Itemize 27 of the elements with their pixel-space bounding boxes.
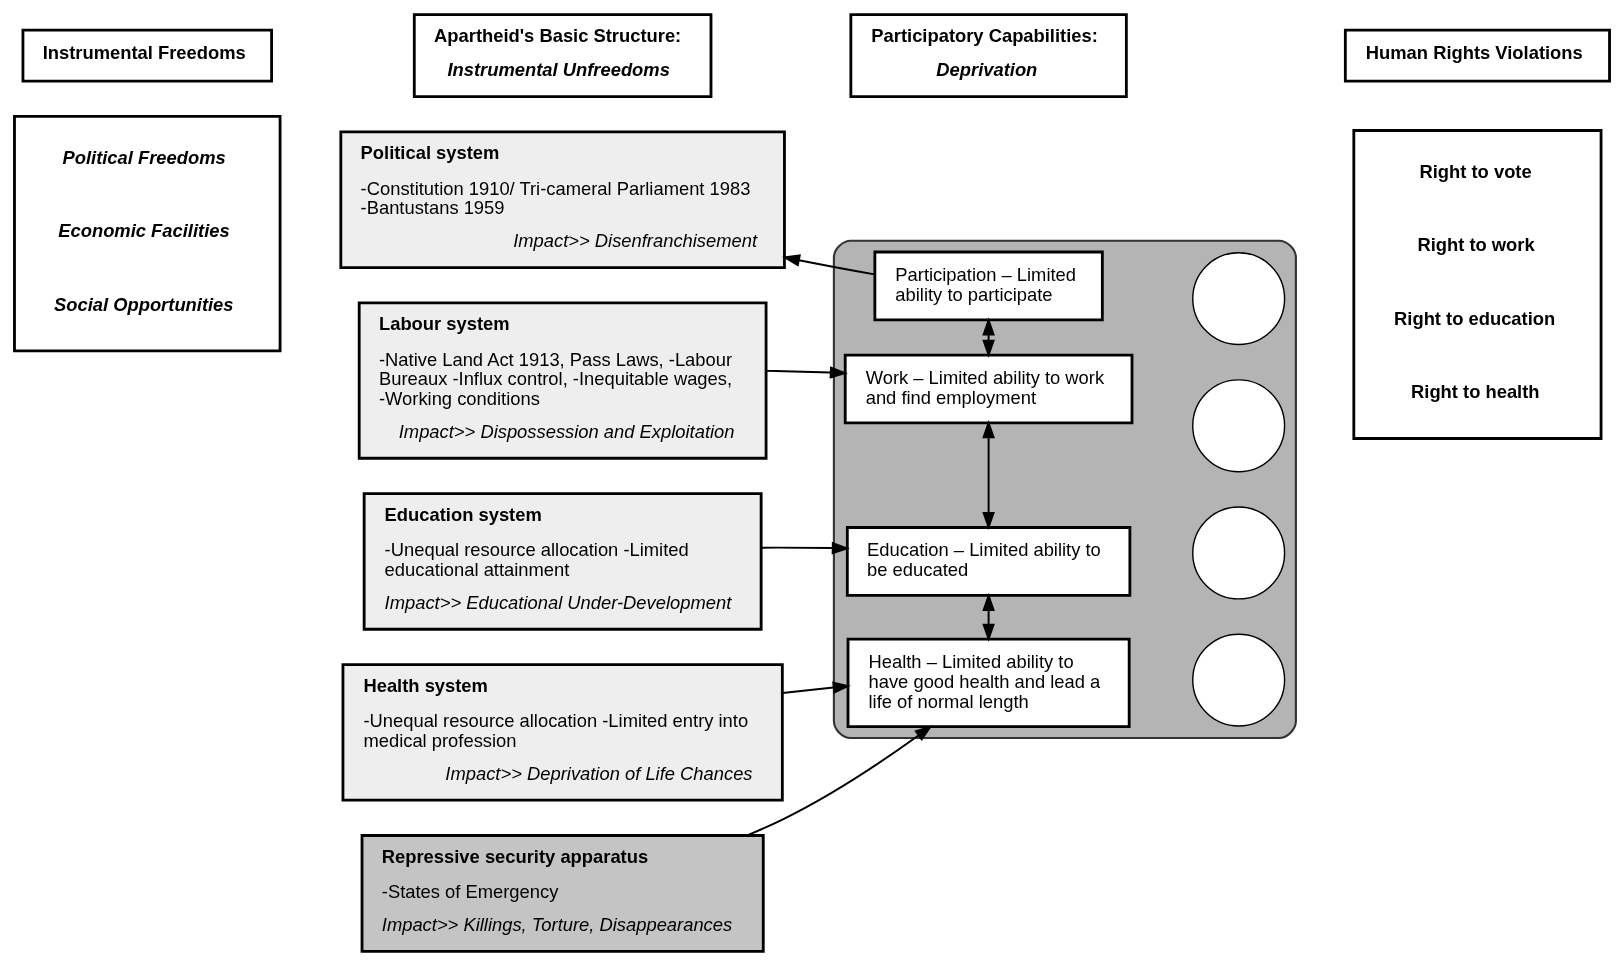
arrow [982,419,995,530]
arrow [760,541,850,554]
arrow [982,316,995,358]
arrow [782,253,876,275]
arrow [746,724,933,836]
arrow [765,365,848,379]
node-box: Right to vote Right to work Right to education Right to health [1352,128,1603,440]
node-circle [1192,251,1286,345]
arrow [982,592,995,642]
node-box: Education system -Unequal resource allocation -Limited educational attainment Impact>> Educational Under-Development [362,491,763,631]
node-box: Political system -Constitution 1910/ Tri-cameral Parliament 1983 -Bantustans 1959 Impact>> Disenfranchisement [339,130,786,269]
node-circle [1192,632,1286,727]
node-box: Human Rights Violations [1343,28,1611,82]
node-box: Health – Limited ability to have good health and lead a life of normal length [846,637,1131,728]
node-box: Political Freedoms Economic Facilities Social Opportunities [13,114,282,352]
node-circle [1192,378,1286,472]
node-circle [1192,505,1286,600]
node-box: Instrumental Freedoms [21,28,273,82]
node-box: Participation – Limited ability to participate [873,250,1104,321]
node-box: Health system -Unequal resource allocation -Limited entry into medical profession Impact>> Deprivation of Life Chances [341,662,784,802]
arrow [781,680,851,694]
node-box: Education – Limited ability to be educated [845,525,1132,597]
node-box: Apartheid's Basic Structure: Instrumental Unfreedoms [412,12,713,98]
node-box: Labour system -Native Land Act 1913, Pass Laws, -Labour Bureaux -Influx control, -Inequitable wages, -Working conditions Impact>> Dispossession and Exploitation [357,300,768,460]
node-box: Work – Limited ability to work and find employment [843,353,1134,424]
node-box: Repressive security apparatus -States of Emergency Impact>> Killings, Torture, Disappearances [360,833,765,953]
node-box: Participatory Capabilities: Deprivation [849,12,1128,98]
